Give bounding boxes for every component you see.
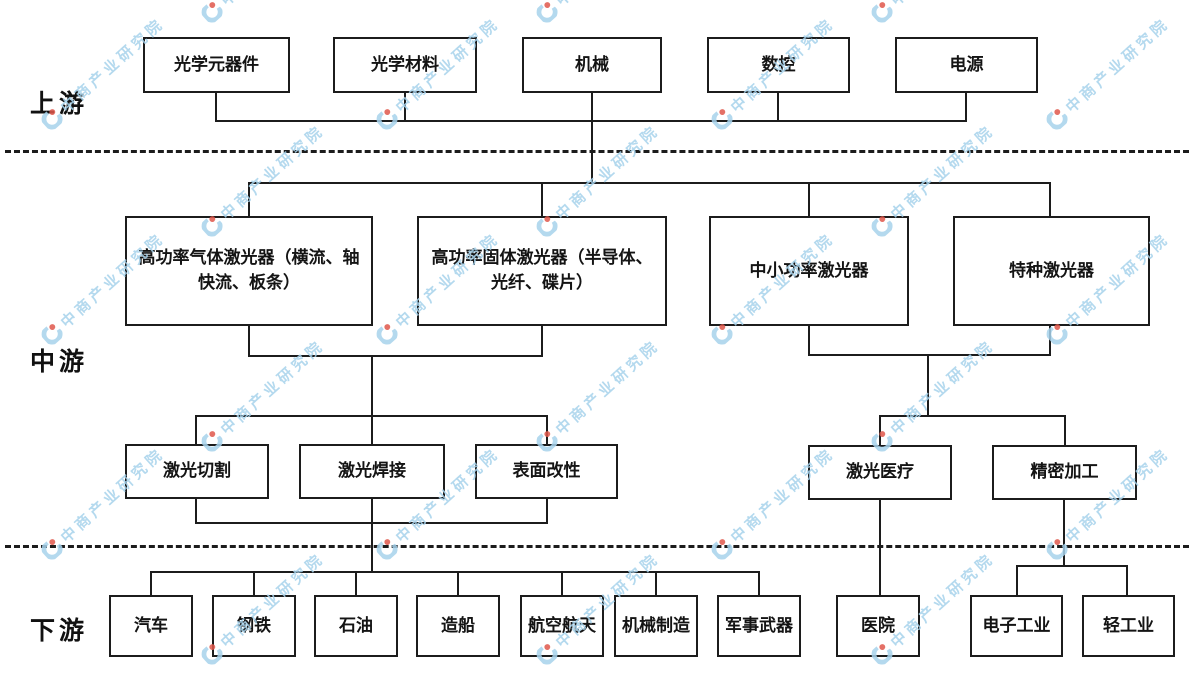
node-small-medium-power-laser: 中小功率激光器 <box>709 216 909 326</box>
connector-line <box>150 571 152 596</box>
connector-line <box>561 571 563 596</box>
watermark-text: 中商产业研究院 <box>552 121 664 224</box>
node-optical-components: 光学元器件 <box>143 37 290 93</box>
watermark: 中商产业研究院 <box>198 0 329 26</box>
connector-line <box>965 93 967 122</box>
label-midstream: 中游 <box>30 347 89 376</box>
connector-line <box>248 182 1051 184</box>
node-petroleum: 石油 <box>314 595 398 657</box>
watermark: 中商产业研究院 <box>533 0 664 26</box>
watermark-text: 中商产业研究院 <box>552 336 664 439</box>
connector-line <box>879 415 881 446</box>
connector-line <box>215 93 217 122</box>
node-military-weapons: 军事武器 <box>717 595 801 657</box>
node-electronics-industry: 电子工业 <box>970 595 1063 657</box>
watermark-text: 中商产业研究院 <box>217 121 329 224</box>
watermark-logo-icon <box>871 2 893 23</box>
node-aerospace: 航空航天 <box>520 595 604 657</box>
node-special-laser: 特种激光器 <box>953 216 1150 326</box>
connector-line <box>655 571 657 596</box>
connector-line <box>1063 499 1065 567</box>
connector-line <box>404 93 406 122</box>
node-surface-modification: 表面改性 <box>475 444 618 499</box>
connector-line <box>879 415 1066 417</box>
watermark: 中商产业研究院 <box>1043 13 1174 134</box>
watermark-logo-icon <box>1046 109 1068 130</box>
node-automobile: 汽车 <box>109 595 193 657</box>
connector-line <box>355 571 357 596</box>
midstream-downstream-divider <box>5 545 1189 548</box>
node-power-supply: 电源 <box>895 37 1038 93</box>
node-steel: 钢铁 <box>212 595 296 657</box>
connector-line <box>758 571 760 596</box>
connector-line <box>1064 415 1066 446</box>
watermark: 中商产业研究院 <box>868 335 999 456</box>
connector-line <box>1049 182 1051 217</box>
connector-line <box>253 571 255 596</box>
watermark: 中商产业研究院 <box>198 335 329 456</box>
connector-line <box>879 499 881 596</box>
node-shipbuilding: 造船 <box>416 595 500 657</box>
connector-line <box>808 182 810 217</box>
label-downstream: 下游 <box>30 616 89 645</box>
connector-line <box>591 93 593 122</box>
connector-line <box>546 498 548 524</box>
connector-line <box>1126 565 1128 596</box>
connector-line <box>808 354 1051 356</box>
connector-line <box>248 355 543 357</box>
node-high-power-solid-laser: 高功率固体激光器（半导体、光纤、碟片） <box>417 216 667 326</box>
watermark-logo-icon <box>41 539 63 560</box>
connector-line <box>777 93 779 122</box>
node-laser-medical: 激光医疗 <box>808 445 952 500</box>
connector-line <box>541 182 543 217</box>
node-precision-machining: 精密加工 <box>992 445 1137 500</box>
connector-line <box>371 415 373 445</box>
watermark-logo-icon <box>711 539 733 560</box>
watermark-logo-icon <box>201 2 223 23</box>
watermark-logo-icon <box>1046 539 1068 560</box>
connector-line <box>248 182 250 217</box>
watermark: 中商产业研究院 <box>868 0 999 26</box>
node-high-power-gas-laser: 高功率气体激光器（横流、轴快流、板条） <box>125 216 373 326</box>
watermark-logo-icon <box>536 2 558 23</box>
node-machinery: 机械 <box>522 37 662 93</box>
connector-line <box>371 355 373 417</box>
watermark-logo-icon <box>376 539 398 560</box>
connector-line <box>371 522 373 573</box>
connector-line <box>808 325 810 356</box>
node-laser-welding: 激光焊接 <box>299 444 445 499</box>
connector-line <box>195 498 197 524</box>
watermark-logo-icon <box>376 324 398 345</box>
connector-line <box>248 325 250 357</box>
node-laser-cutting: 激光切割 <box>125 444 269 499</box>
watermark-text: 中商产业研究院 <box>217 336 329 439</box>
connector-line <box>927 354 929 417</box>
connector-line <box>591 120 593 184</box>
node-light-industry: 轻工业 <box>1082 595 1175 657</box>
connector-line <box>371 498 373 524</box>
connector-line <box>457 571 459 596</box>
watermark-text: 中商产业研究院 <box>886 0 999 10</box>
connector-line <box>1016 565 1018 596</box>
node-hospital: 医院 <box>836 595 920 657</box>
connector-line <box>150 571 760 573</box>
connector-line <box>195 415 197 445</box>
connector-line <box>541 325 543 357</box>
label-upstream: 上游 <box>30 89 89 118</box>
watermark-text: 中商产业研究院 <box>887 336 999 439</box>
connector-line <box>1049 325 1051 356</box>
watermark-text: 中商产业研究院 <box>216 0 329 10</box>
watermark-text: 中商产业研究院 <box>551 0 664 10</box>
upstream-midstream-divider <box>5 150 1189 153</box>
node-cnc: 数控 <box>707 37 850 93</box>
watermark-text: 中商产业研究院 <box>887 121 999 224</box>
node-machinery-manufacturing: 机械制造 <box>614 595 698 657</box>
node-optical-materials: 光学材料 <box>333 37 477 93</box>
watermark-text: 中商产业研究院 <box>1062 14 1174 117</box>
connector-line <box>1016 565 1128 567</box>
watermark: 中商产业研究院 <box>533 335 664 456</box>
connector-line <box>546 415 548 445</box>
